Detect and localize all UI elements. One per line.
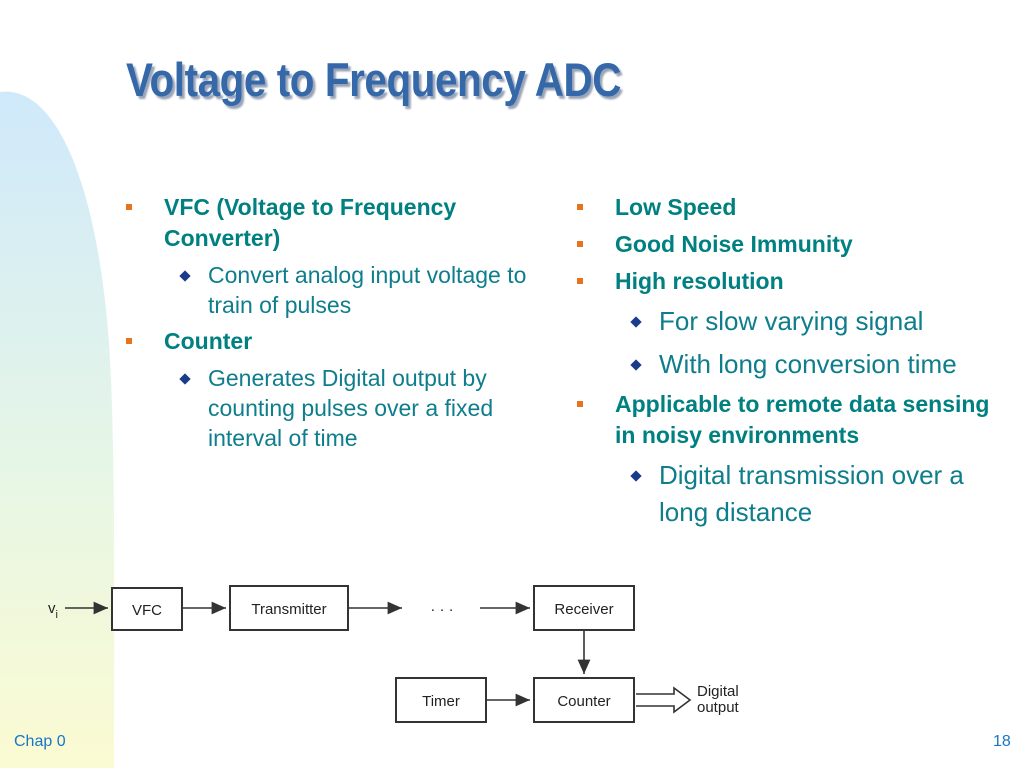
right-bullet-list: Low Speed Good Noise Immunity High resol… [577, 192, 997, 537]
input-label: vi [48, 600, 58, 621]
bullet-text: Low Speed [615, 194, 737, 220]
bullet-text: Good Noise Immunity [615, 231, 853, 257]
diamond-bullet-icon [630, 316, 642, 328]
block-diagram: vi VFC Transmitter · · · Receiver Timer … [48, 585, 740, 723]
slide-title: Voltage to Frequency ADC [126, 53, 621, 106]
digital-output-arrow [636, 686, 692, 714]
sub-bullet-text: With long conversion time [659, 349, 957, 379]
sub-bullet-long-conversion: With long conversion time [577, 346, 997, 383]
diamond-bullet-icon [630, 470, 642, 482]
bullet-text: High resolution [615, 268, 784, 294]
bullet-low-speed: Low Speed [577, 192, 997, 223]
output-label-line2: output [697, 699, 740, 716]
diamond-bullet-icon [179, 373, 191, 385]
transmitter-label: Transmitter [251, 601, 326, 618]
vfc-label: VFC [132, 602, 162, 619]
counter-label: Counter [557, 693, 610, 710]
bullet-text: Applicable to remote data sensing in noi… [615, 391, 990, 448]
sub-bullet-text: Digital transmission over a long distanc… [659, 460, 964, 527]
bullet-remote-sensing: Applicable to remote data sensing in noi… [577, 389, 997, 451]
counter-block [533, 677, 635, 723]
ellipsis: · · · [430, 601, 453, 618]
square-bullet-icon [577, 278, 583, 284]
sub-bullet-text: Convert analog input voltage to train of… [208, 262, 527, 318]
bullet-high-resolution: High resolution [577, 266, 997, 297]
square-bullet-icon [577, 241, 583, 247]
footer-chapter: Chap 0 [14, 733, 66, 750]
square-bullet-icon [577, 401, 583, 407]
bullet-noise-immunity: Good Noise Immunity [577, 229, 997, 260]
bullet-counter: Counter [126, 326, 546, 357]
sub-bullet-text: For slow varying signal [659, 306, 924, 336]
diamond-bullet-icon [179, 270, 191, 282]
bullet-text: VFC (Voltage to Frequency Converter) [164, 194, 457, 251]
sub-bullet-digital-transmission: Digital transmission over a long distanc… [577, 457, 997, 531]
square-bullet-icon [126, 338, 132, 344]
timer-label: Timer [422, 693, 460, 710]
receiver-block [533, 585, 635, 631]
square-bullet-icon [126, 204, 132, 210]
output-label-line1: Digital [697, 683, 739, 700]
diamond-bullet-icon [630, 359, 642, 371]
sub-bullet-slow-varying: For slow varying signal [577, 303, 997, 340]
sub-bullet-text: Generates Digital output by counting pul… [208, 365, 494, 451]
sub-bullet-vfc: Convert analog input voltage to train of… [126, 260, 546, 320]
bullet-text: Counter [164, 328, 253, 354]
bullet-vfc: VFC (Voltage to Frequency Converter) [126, 192, 546, 254]
sub-bullet-counter: Generates Digital output by counting pul… [126, 363, 546, 453]
receiver-label: Receiver [554, 601, 613, 618]
left-bullet-list: VFC (Voltage to Frequency Converter) Con… [126, 192, 546, 459]
transmitter-block [229, 585, 349, 631]
vfc-block [111, 587, 183, 631]
square-bullet-icon [577, 204, 583, 210]
page-number: 18 [993, 733, 1011, 750]
